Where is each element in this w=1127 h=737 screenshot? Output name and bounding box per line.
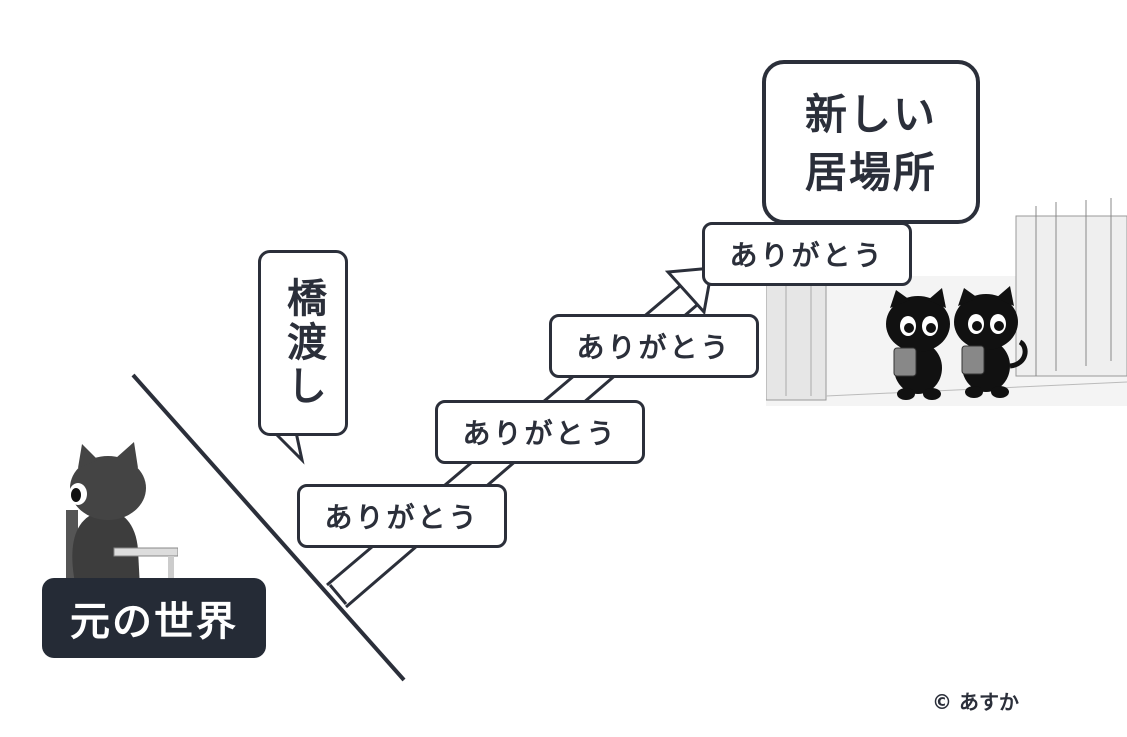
black-cat-at-desk-illustration [66, 442, 178, 590]
thanks-bubble-2: ありがとう [435, 400, 645, 464]
thanks-bubble-4: ありがとう [702, 222, 912, 286]
new-place-label: 新しい 居場所 [762, 60, 980, 224]
origin-world-label: 元の世界 [42, 578, 266, 658]
thanks-bubble-1: ありがとう [297, 484, 507, 548]
bridge-label: 橋渡し [258, 250, 348, 436]
new-place-line2: 居場所 [804, 148, 937, 197]
thanks-bubble-3: ありがとう [549, 314, 759, 378]
divider-line [131, 373, 406, 682]
new-place-line1: 新しい [804, 90, 937, 139]
bridge-bubble-tail [270, 430, 305, 465]
credit-text: © あすか [932, 690, 1019, 714]
